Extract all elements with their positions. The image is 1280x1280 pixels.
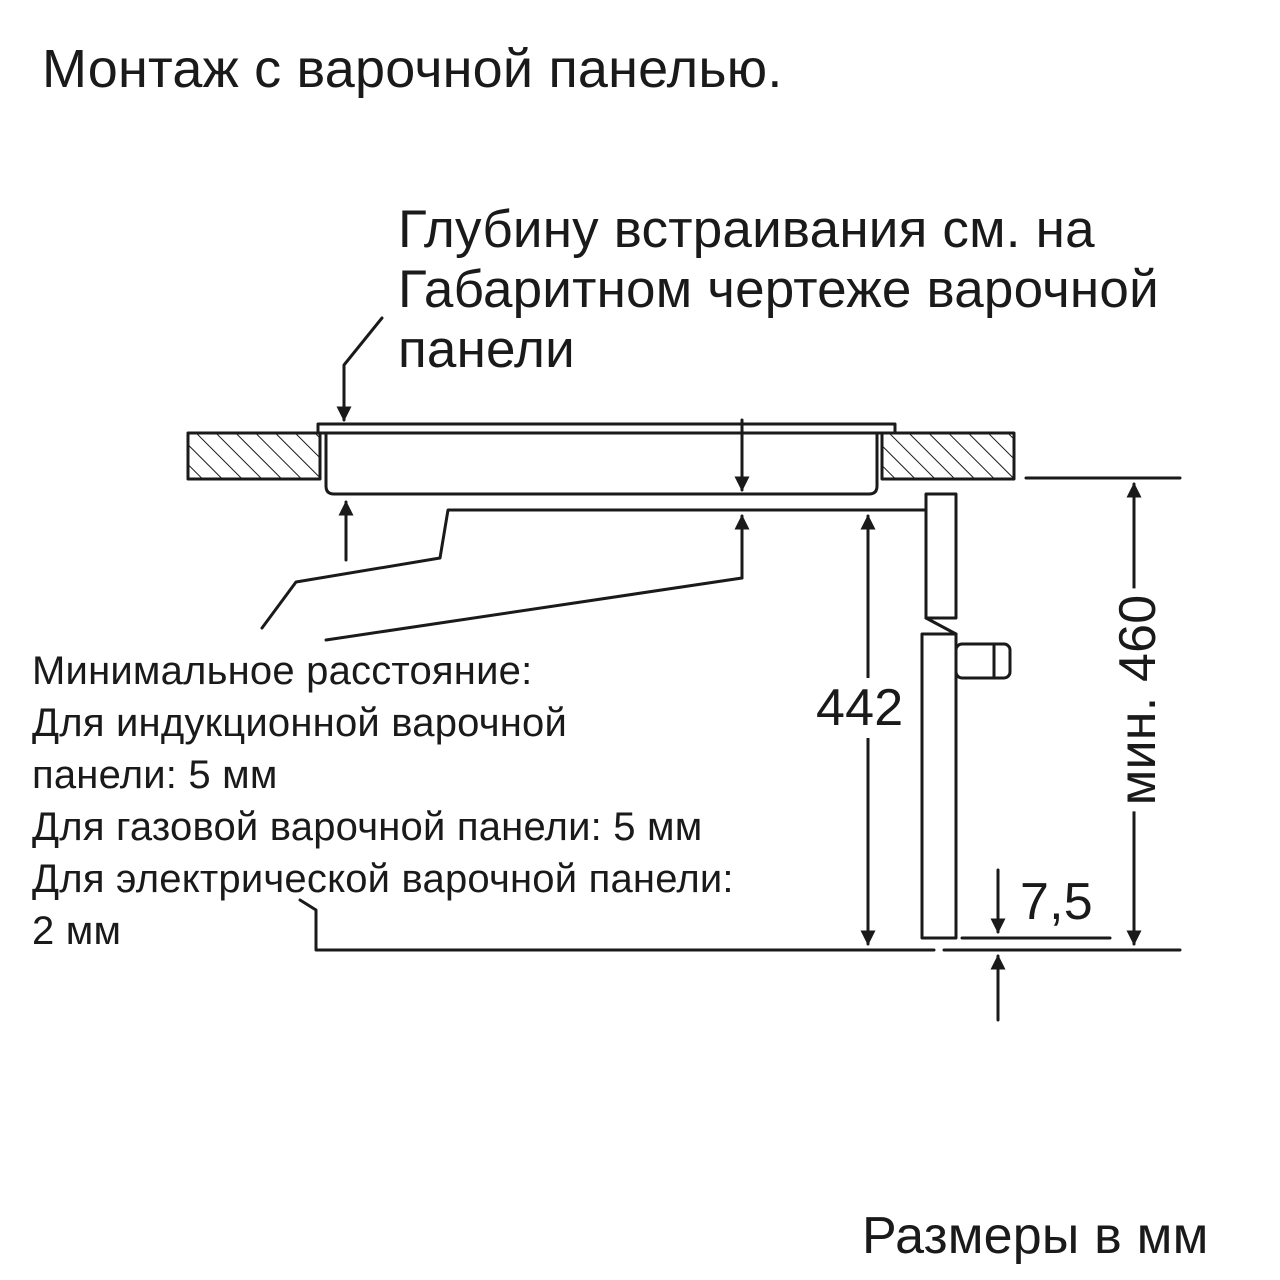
depth-leader <box>336 316 384 422</box>
dimension-442-label: 442 <box>814 678 906 738</box>
oven-top-lower-edge <box>324 576 744 642</box>
oven-top-profile <box>260 508 928 630</box>
depth-note-line-1: Глубину встраивания см. на <box>398 200 1095 259</box>
min-distance-line-3: панели: 5 мм <box>32 753 278 797</box>
min-distance-line-6: 2 мм <box>32 909 122 953</box>
depth-note: Глубину встраивания см. на Габаритном че… <box>398 200 1159 380</box>
knob <box>954 642 1012 680</box>
units-note: Размеры в мм <box>862 1207 1209 1265</box>
page-title: Монтаж с варочной панелью. <box>42 39 783 99</box>
min-distance-line-1: Минимальное расстояние: <box>32 649 533 693</box>
oven-front-upper <box>924 492 958 620</box>
oven-front-lower <box>920 632 958 940</box>
min-distance-line-5: Для электрической варочной панели: <box>32 857 734 901</box>
depth-note-line-2: Габаритном чертеже варочной <box>398 260 1159 319</box>
hob-body <box>316 422 897 496</box>
min-distance-note: Минимальное расстояние: Для индукционной… <box>32 645 734 957</box>
worktop-left <box>186 431 322 481</box>
dimension-gap-label: 7,5 <box>1020 873 1093 931</box>
dimension-460-label: мин. 460 <box>1108 588 1168 812</box>
depth-note-line-3: панели <box>398 320 575 379</box>
oven-body <box>298 898 936 952</box>
min-distance-line-2: Для индукционной варочной <box>32 701 568 745</box>
min-distance-line-4: Для газовой варочной панели: 5 мм <box>32 805 703 849</box>
worktop-right <box>880 431 1016 481</box>
